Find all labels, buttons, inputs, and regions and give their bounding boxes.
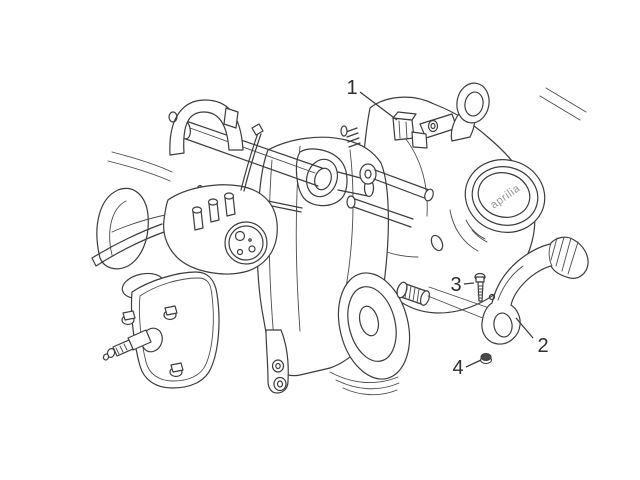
lever-bolt bbox=[474, 272, 486, 302]
kick-start-shaft bbox=[396, 281, 493, 322]
head-bolts bbox=[121, 305, 184, 378]
callout-1-number: 1 bbox=[346, 77, 357, 99]
callout-2: 2 bbox=[515, 317, 549, 357]
callout-4: 4 bbox=[452, 357, 482, 379]
callout-2-number: 2 bbox=[537, 335, 548, 357]
spark-plug bbox=[102, 327, 163, 361]
callout-4-number: 4 bbox=[452, 357, 463, 379]
lever-nut bbox=[480, 353, 492, 364]
callouts: 1 2 3 4 bbox=[346, 77, 548, 379]
spring-fitting bbox=[340, 125, 361, 148]
crankshaft-boss bbox=[337, 272, 411, 380]
aprilia-badge: aprilia bbox=[464, 159, 546, 243]
carburetor-assembly bbox=[163, 184, 278, 275]
callout-1: 1 bbox=[346, 77, 398, 121]
transmission-cover: aprilia bbox=[361, 96, 546, 314]
kick-start-lever bbox=[481, 236, 589, 345]
connector-block bbox=[392, 111, 428, 149]
callout-3-number: 3 bbox=[450, 274, 461, 296]
callout-3: 3 bbox=[450, 274, 475, 296]
cylinder-head-assembly bbox=[91, 123, 278, 389]
